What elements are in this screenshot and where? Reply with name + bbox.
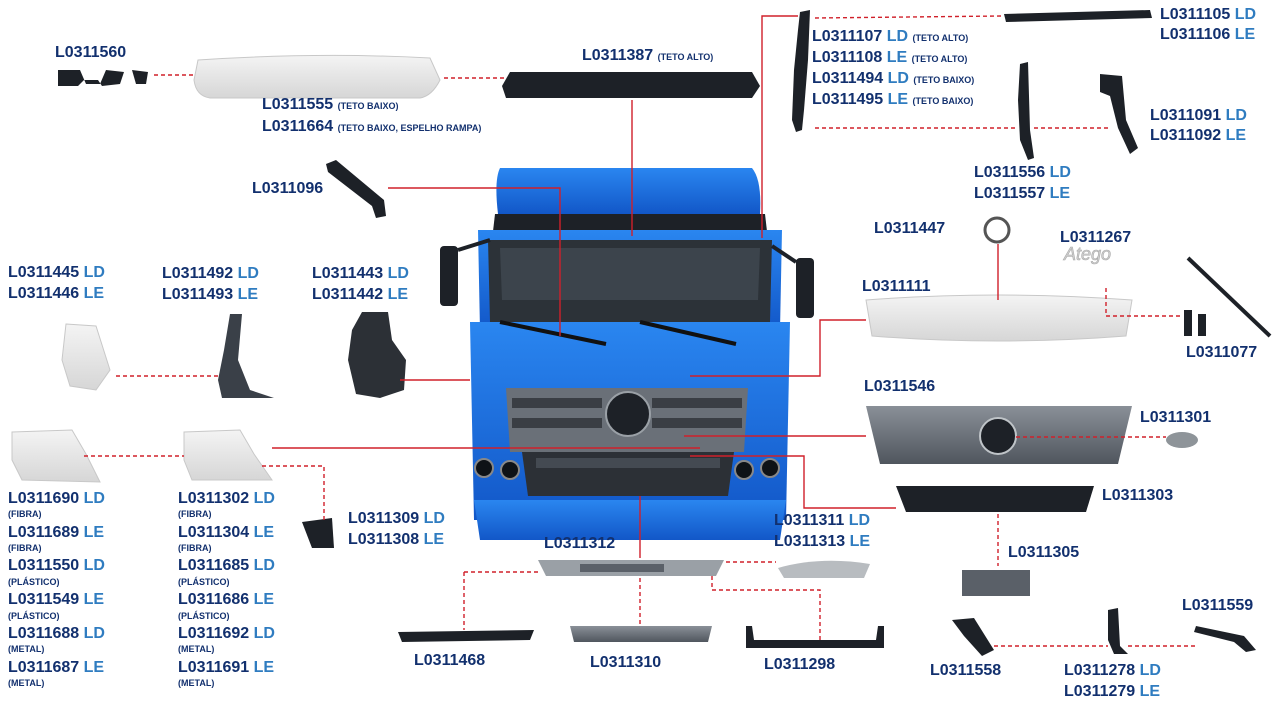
- left-list-item: L0311690 LD(FIBRA): [8, 490, 105, 520]
- label-l278: L0311278 LD: [1064, 662, 1161, 679]
- label-l106: L0311106 LE: [1160, 26, 1256, 43]
- wiper-right: [639, 320, 737, 346]
- part-l096: [326, 160, 386, 218]
- left-list-item: L0311550 LD(PLÁSTICO): [8, 557, 105, 587]
- label-l279: L0311279 LE: [1064, 683, 1161, 700]
- mirror-right: [796, 258, 814, 318]
- label-l664: L0311664 (TETO BAIXO, ESPELHO RAMPA): [262, 118, 482, 135]
- part-l107: [792, 10, 810, 132]
- label-l105: L0311105 LD: [1160, 6, 1257, 23]
- headlight-right: [734, 460, 754, 480]
- label-l303: L0311303: [1102, 487, 1174, 504]
- windshield-glare: [500, 248, 760, 300]
- label-l555: L0311555 (TETO BAIXO): [262, 96, 399, 113]
- leader-lines: [84, 15, 1196, 647]
- part-l559: [1194, 626, 1256, 652]
- left-list-item: L0311549 LE(PLÁSTICO): [8, 591, 105, 621]
- label-l096: L0311096: [252, 180, 324, 197]
- label-l312: L0311312: [544, 535, 616, 552]
- label-l442: L0311442 LE: [312, 286, 409, 303]
- wiper-left: [499, 320, 607, 346]
- mid-list-item: L0311686 LE(PLÁSTICO): [178, 591, 275, 621]
- label-l495: L0311495 LE (TETO BAIXO): [812, 91, 974, 108]
- part-l305: [962, 570, 1030, 596]
- label-l558: L0311558: [930, 662, 1002, 679]
- label-l310: L0311310: [590, 654, 662, 671]
- label-l301: L0311301: [1140, 409, 1212, 426]
- label-l298: L0311298: [764, 656, 836, 673]
- label-l556: L0311556 LD: [974, 164, 1071, 181]
- label-l267: L0311267: [1060, 229, 1132, 246]
- label-l308: L0311308 LE: [348, 531, 445, 548]
- part-l311: [778, 560, 870, 578]
- left-list-item: L0311687 LE(METAL): [8, 658, 105, 689]
- part-l690: [11, 429, 101, 483]
- label-l309: L0311309 LD: [348, 510, 445, 527]
- part-l298: [746, 626, 884, 648]
- label-l557: L0311557 LE: [974, 185, 1071, 202]
- label-l092: L0311092 LE: [1150, 127, 1247, 144]
- mid-list-item: L0311304 LE(FIBRA): [178, 523, 275, 554]
- part-l558: [952, 618, 994, 656]
- label-l077: L0311077: [1186, 344, 1258, 361]
- truck-cab: [440, 168, 814, 540]
- mirror-left: [440, 246, 458, 306]
- label-l546: L0311546: [864, 378, 936, 395]
- part-l310: [570, 626, 712, 642]
- part-l278: [1108, 608, 1128, 654]
- left-list-item: L0311688 LD(METAL): [8, 624, 105, 655]
- parts: Atego: [11, 10, 1272, 656]
- part-l560: [58, 70, 148, 86]
- label-l493: L0311493 LE: [162, 286, 259, 303]
- label-l313: L0311313 LE: [774, 533, 871, 550]
- star-emblem: [605, 391, 651, 437]
- part-l077: [1186, 256, 1272, 338]
- part-l447: [983, 216, 1011, 244]
- part-l387: [502, 72, 760, 98]
- label-l107: L0311107 LD (TETO ALTO): [812, 28, 969, 45]
- left-part-list: L0311690 LD(FIBRA) L0311689 LE(FIBRA) L0…: [8, 490, 105, 692]
- label-l111: L0311111: [862, 278, 931, 295]
- headlight-left: [474, 458, 494, 478]
- label-l468: L0311468: [414, 652, 486, 669]
- mid-list-item: L0311685 LD(PLÁSTICO): [178, 557, 275, 587]
- lower-spoiler: [474, 500, 786, 540]
- label-l492: L0311492 LD: [162, 265, 259, 282]
- left-list-item: L0311689 LE(FIBRA): [8, 523, 105, 554]
- part-l303: [896, 486, 1094, 512]
- label-l446: L0311446 LE: [8, 285, 105, 302]
- part-l267: Atego: [1063, 244, 1111, 264]
- part-l105: [1004, 10, 1152, 22]
- label-l559: L0311559: [1182, 597, 1254, 614]
- part-l445: [61, 323, 111, 391]
- label-l445: L0311445 LD: [8, 264, 105, 281]
- label-l443: L0311443 LD: [312, 265, 409, 282]
- part-l443: [348, 312, 406, 398]
- part-l492: [218, 314, 274, 398]
- label-l494: L0311494 LD (TETO BAIXO): [812, 70, 975, 87]
- part-l556: [1018, 62, 1034, 160]
- label-l560: L0311560: [55, 44, 127, 61]
- label-l305: L0311305: [1008, 544, 1080, 561]
- mid-list-item: L0311302 LD(FIBRA): [178, 490, 275, 520]
- label-l387: L0311387 (TETO ALTO): [582, 47, 714, 64]
- label-l091: L0311091 LD: [1150, 107, 1247, 124]
- part-l302: [183, 429, 273, 481]
- part-l091: [1100, 74, 1138, 154]
- part-l111: [865, 294, 1133, 342]
- roof-deflector: [496, 168, 761, 214]
- part-l555: [193, 54, 441, 99]
- mid-part-list: L0311302 LD(FIBRA) L0311304 LE(FIBRA) L0…: [178, 490, 275, 692]
- part-l309: [302, 518, 334, 548]
- label-l108: L0311108 LE (TETO ALTO): [812, 49, 968, 66]
- part-l468: [398, 630, 534, 642]
- mid-list-item: L0311691 LE(METAL): [178, 658, 275, 689]
- part-l301: [1166, 432, 1198, 448]
- label-l447: L0311447: [874, 220, 946, 237]
- mid-list-item: L0311692 LD(METAL): [178, 624, 275, 655]
- label-l311: L0311311 LD: [774, 512, 871, 529]
